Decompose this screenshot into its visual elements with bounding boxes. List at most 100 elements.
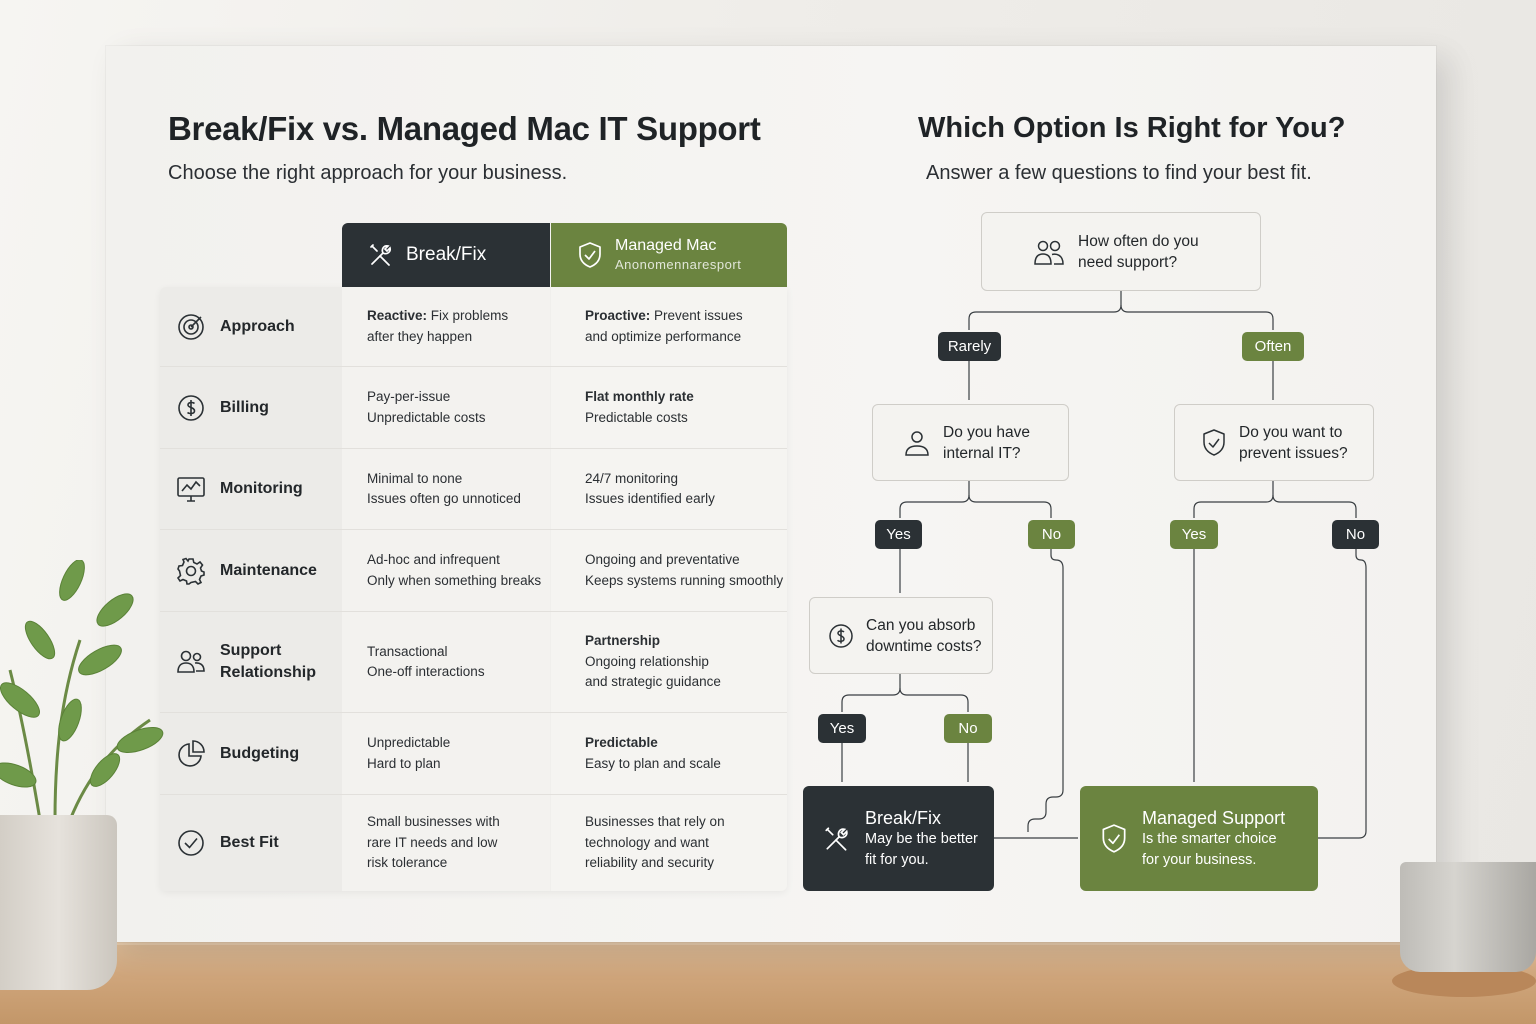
result-breakfix: Break/Fix May be the better fit for you. <box>803 786 994 891</box>
cell-bold: Reactive: <box>367 308 428 323</box>
table-row: Approach Reactive: Fix problems after th… <box>160 287 787 367</box>
cell-line: Transactional <box>367 643 448 659</box>
question-line: How often do you <box>1078 232 1199 250</box>
result-title: Break/Fix <box>865 807 942 828</box>
column-header-breakfix-label: Break/Fix <box>406 244 487 265</box>
cell-line: Issues identified early <box>585 491 715 506</box>
question-support-frequency: How often do you need support? <box>981 212 1261 291</box>
people-icon <box>177 650 205 673</box>
cell-line: Unpredictable costs <box>367 409 486 425</box>
result-managed-support: Managed Support Is the smarter choice fo… <box>1080 786 1318 891</box>
answer-yes: Yes <box>875 520 922 549</box>
answer-yes: Yes <box>818 714 866 743</box>
managed-cell: Ongoing and preventative Keeps systems r… <box>551 530 787 611</box>
cell-line: Ongoing and preventative <box>585 552 740 567</box>
dollar-icon <box>178 394 204 421</box>
table-row: Monitoring Minimal to none Issues often … <box>160 449 787 530</box>
flowchart-title: Which Option Is Right for You? <box>918 112 1346 144</box>
gear-icon <box>176 557 205 585</box>
cell-bold: Predictable <box>585 735 658 750</box>
cell-line: Only when something breaks <box>367 572 542 588</box>
row-label: Support Relationship <box>220 642 317 681</box>
cell-line: reliability and security <box>585 855 715 871</box>
row-label-cell: Best Fit <box>160 795 342 891</box>
people-icon <box>1034 240 1064 265</box>
shield-check-icon <box>579 242 601 268</box>
comparison-subtitle: Choose the right approach for your busin… <box>168 162 568 184</box>
result-line: fit for you. <box>865 851 929 868</box>
result-line: Is the smarter choice <box>1142 830 1277 847</box>
row-label-cell: Budgeting <box>160 713 342 794</box>
breakfix-cell: Ad-hoc and infrequent Only when somethin… <box>342 530 550 611</box>
question-line: prevent issues? <box>1239 444 1348 462</box>
pie-chart-icon <box>178 739 205 767</box>
cell-line: and strategic guidance <box>585 674 721 690</box>
row-label: Approach <box>220 317 295 335</box>
row-label: Best Fit <box>220 834 279 851</box>
plant-pot <box>0 815 117 990</box>
table-row: Support Relationship Transactional One-o… <box>160 612 787 713</box>
cell-line: Pay-per-issue <box>367 389 451 404</box>
breakfix-cell: Unpredictable Hard to plan <box>342 713 550 794</box>
cell-line: Hard to plan <box>367 755 441 771</box>
managed-cell: Businesses that rely on technology and w… <box>551 795 787 891</box>
cell-line: Issues often go unnoticed <box>367 491 521 506</box>
table-row: Billing Pay-per-issue Unpredictable cost… <box>160 367 787 449</box>
cell-line: Ad-hoc and infrequent <box>367 552 500 567</box>
result-line: for your business. <box>1142 851 1257 868</box>
question-internal-it: Do you have internal IT? <box>872 404 1069 481</box>
answer-rarely: Rarely <box>938 332 1001 361</box>
breakfix-cell: Transactional One-off interactions <box>342 612 550 712</box>
cell-line: rare IT needs and low <box>367 834 498 850</box>
shield-check-icon <box>1102 823 1126 853</box>
tools-icon <box>825 826 848 851</box>
column-header-managed-line1: Managed Mac <box>615 237 717 254</box>
comparison-title: Break/Fix vs. Managed Mac IT Support <box>168 110 761 147</box>
question-line: Do you have <box>943 423 1031 441</box>
cell-bold: Flat monthly rate <box>585 389 694 404</box>
question-line: Do you want to <box>1239 423 1343 441</box>
result-title: Managed Support <box>1142 807 1286 828</box>
cell-line: Prevent issues <box>650 308 743 323</box>
column-header-managed-line2: Anonomennaresport <box>615 257 742 272</box>
cell-line: Keeps systems running smoothly <box>585 572 784 588</box>
check-circle-icon <box>178 830 204 856</box>
breakfix-cell: Small businesses with rare IT needs and … <box>342 795 550 891</box>
coffee-mug <box>1400 862 1536 972</box>
row-label: Monitoring <box>220 480 303 497</box>
cell-line: Predictable costs <box>585 409 688 425</box>
question-line: need support? <box>1078 253 1178 271</box>
cell-line: Fix problems <box>427 308 509 323</box>
row-label-cell: Maintenance <box>160 530 342 611</box>
answer-often: Often <box>1242 332 1304 361</box>
cell-line: technology and want <box>585 834 709 850</box>
managed-cell: Flat monthly rate Predictable costs <box>551 367 787 448</box>
row-label-cell: Approach <box>160 287 342 366</box>
row-label: Billing <box>220 398 269 416</box>
cell-line: Unpredictable <box>367 735 451 750</box>
row-label-cell: Support Relationship <box>160 612 342 712</box>
question-line: Can you absorb <box>866 616 976 634</box>
person-icon <box>905 430 929 456</box>
flowchart-subtitle: Answer a few questions to find your best… <box>926 162 1312 184</box>
column-header-breakfix: Break/Fix <box>342 223 550 287</box>
managed-cell: 24/7 monitoring Issues identified early <box>551 449 787 529</box>
table-row: Best Fit Small businesses with rare IT n… <box>160 795 787 891</box>
row-label-cell: Billing <box>160 367 342 448</box>
shield-check-icon <box>1203 428 1225 456</box>
table-row: Budgeting Unpredictable Hard to plan Pre… <box>160 713 787 795</box>
cell-bold: Partnership <box>585 633 661 649</box>
question-downtime-costs: Can you absorb downtime costs? <box>809 597 993 674</box>
answer-no: No <box>1028 520 1075 549</box>
managed-cell: Predictable Easy to plan and scale <box>551 713 787 794</box>
cell-line: Businesses that rely on <box>585 814 725 830</box>
managed-cell: Partnership Ongoing relationship and str… <box>551 612 787 712</box>
cell-line: risk tolerance <box>367 855 448 871</box>
question-prevent-issues: Do you want to prevent issues? <box>1174 404 1374 481</box>
wooden-shelf <box>0 945 1536 1024</box>
breakfix-cell: Reactive: Fix problems after they happen <box>342 287 550 366</box>
cell-line: Small businesses with <box>367 814 500 830</box>
answer-no: No <box>944 714 992 743</box>
managed-cell: Proactive: Prevent issues and optimize p… <box>551 287 787 366</box>
plant-leaves <box>0 560 164 821</box>
